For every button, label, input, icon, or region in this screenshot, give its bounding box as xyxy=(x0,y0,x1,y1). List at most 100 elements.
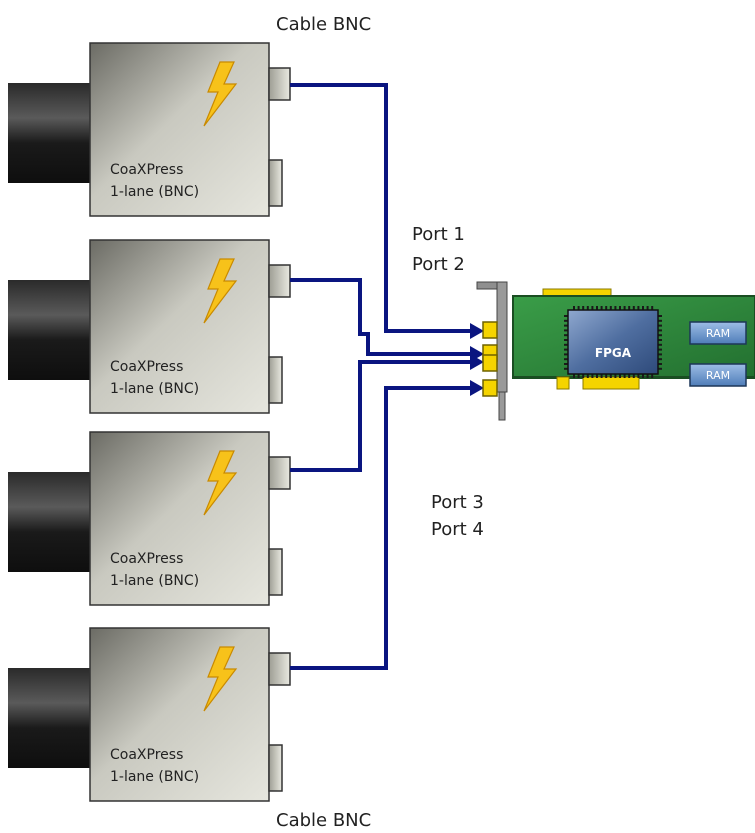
bracket-tail xyxy=(498,391,506,421)
fpga-pin xyxy=(564,334,568,337)
fpga-pin xyxy=(658,363,662,365)
camera-lens xyxy=(8,668,92,768)
cable-label-bottom: Cable BNC xyxy=(276,810,371,831)
fpga-pin xyxy=(658,329,662,332)
fpga-pin xyxy=(564,324,568,327)
lightning-icon xyxy=(203,258,238,324)
fpga-pin xyxy=(651,306,654,310)
fpga-pin xyxy=(582,374,585,378)
fpga-pin xyxy=(573,374,575,378)
camera-bnc-port xyxy=(268,264,291,298)
cable-group xyxy=(290,83,476,670)
fpga-pin xyxy=(619,306,621,310)
pcb-outline xyxy=(512,295,755,378)
fpga-pin xyxy=(658,315,662,317)
fpga-pin xyxy=(582,306,585,310)
camera-group: CoaXPress 1-lane (BNC) CoaXPress 1-lane (BN… xyxy=(8,42,291,802)
fpga-pin xyxy=(605,374,608,378)
connector-port-3b xyxy=(482,354,498,372)
fpga-pin xyxy=(642,374,644,378)
fpga-pin xyxy=(658,343,662,346)
camera-lens xyxy=(8,83,92,183)
lightning-icon xyxy=(203,450,238,516)
fpga-pin xyxy=(628,374,631,378)
fpga-pin xyxy=(600,374,603,378)
camera-side-tab xyxy=(268,548,283,596)
fpga-chip: FPGA xyxy=(564,306,662,378)
camera-lane-label: 1-lane (BNC) xyxy=(110,769,199,785)
lightning-icon xyxy=(203,646,238,712)
cable-arrows xyxy=(470,323,484,396)
fpga-pin xyxy=(564,329,568,332)
fpga-pin xyxy=(651,374,654,378)
fpga-pin xyxy=(564,367,568,370)
camera-body xyxy=(89,627,270,802)
fpga-pin xyxy=(564,339,568,341)
fpga-pin xyxy=(637,306,640,310)
camera-body xyxy=(89,42,270,217)
cable-2 xyxy=(290,278,476,356)
fpga-pin xyxy=(596,306,598,310)
fpga-body xyxy=(567,309,659,375)
arrow-port-3 xyxy=(470,354,484,370)
camera-model-label: CoaXPress xyxy=(110,747,183,763)
cable-3 xyxy=(290,360,476,472)
camera-model-label: CoaXPress xyxy=(110,162,183,178)
fpga-pin xyxy=(564,319,568,322)
fpga-pin xyxy=(632,374,635,378)
fpga-pin xyxy=(609,374,612,378)
camera-lens xyxy=(8,472,92,572)
camera-model-label: CoaXPress xyxy=(110,551,183,567)
fpga-label: FPGA xyxy=(595,346,632,360)
fpga-pin xyxy=(577,306,580,310)
camera-bnc-port xyxy=(268,456,291,490)
fpga-pin xyxy=(605,306,608,310)
ram-chip-2: RAM xyxy=(689,363,747,387)
fpga-pin xyxy=(623,374,626,378)
lightning-icon xyxy=(203,61,238,127)
camera-model-label: CoaXPress xyxy=(110,359,183,375)
fpga-pin xyxy=(628,306,631,310)
arrow-port-1 xyxy=(470,323,484,339)
fpga-pin xyxy=(564,363,568,365)
camera-3: CoaXPress 1-lane (BNC) xyxy=(8,431,291,606)
camera-bnc-port xyxy=(268,652,291,686)
fpga-pin xyxy=(658,348,662,351)
camera-side-tab xyxy=(268,159,283,207)
port-3-label: Port 3 xyxy=(431,492,484,513)
ram-2-label: RAM xyxy=(706,369,730,382)
fpga-pin xyxy=(564,358,568,361)
fpga-pin xyxy=(591,374,594,378)
camera-lane-label: 1-lane (BNC) xyxy=(110,573,199,589)
fpga-pin xyxy=(596,374,598,378)
port-4-label: Port 4 xyxy=(431,519,484,540)
fpga-pin xyxy=(658,358,662,361)
bracket-connectors xyxy=(482,321,498,397)
fpga-pin xyxy=(614,306,617,310)
fpga-pin xyxy=(586,306,589,310)
fpga-pin xyxy=(591,306,594,310)
fpga-pin xyxy=(642,306,644,310)
connector-port-4 xyxy=(482,379,498,397)
fpga-pin xyxy=(564,315,568,317)
edge-pad-large xyxy=(582,376,640,390)
connector-port-1 xyxy=(482,321,498,339)
camera-4: CoaXPress 1-lane (BNC) xyxy=(8,627,291,802)
camera-lane-label: 1-lane (BNC) xyxy=(110,381,199,397)
fpga-pin xyxy=(658,324,662,327)
frame-grabber-board: FPGA RAM RAM xyxy=(512,288,755,390)
fpga-pin xyxy=(646,374,649,378)
fpga-pin xyxy=(658,334,662,337)
ram-1-label: RAM xyxy=(706,327,730,340)
camera-body xyxy=(89,239,270,414)
port-1-label: Port 1 xyxy=(412,224,465,245)
ram-2-body xyxy=(689,363,747,387)
fpga-pin xyxy=(619,374,621,378)
camera-side-tab xyxy=(268,356,283,404)
fpga-pin xyxy=(609,306,612,310)
cable-1 xyxy=(290,83,476,333)
fpga-pin xyxy=(564,343,568,346)
ram-1-body xyxy=(689,321,747,345)
